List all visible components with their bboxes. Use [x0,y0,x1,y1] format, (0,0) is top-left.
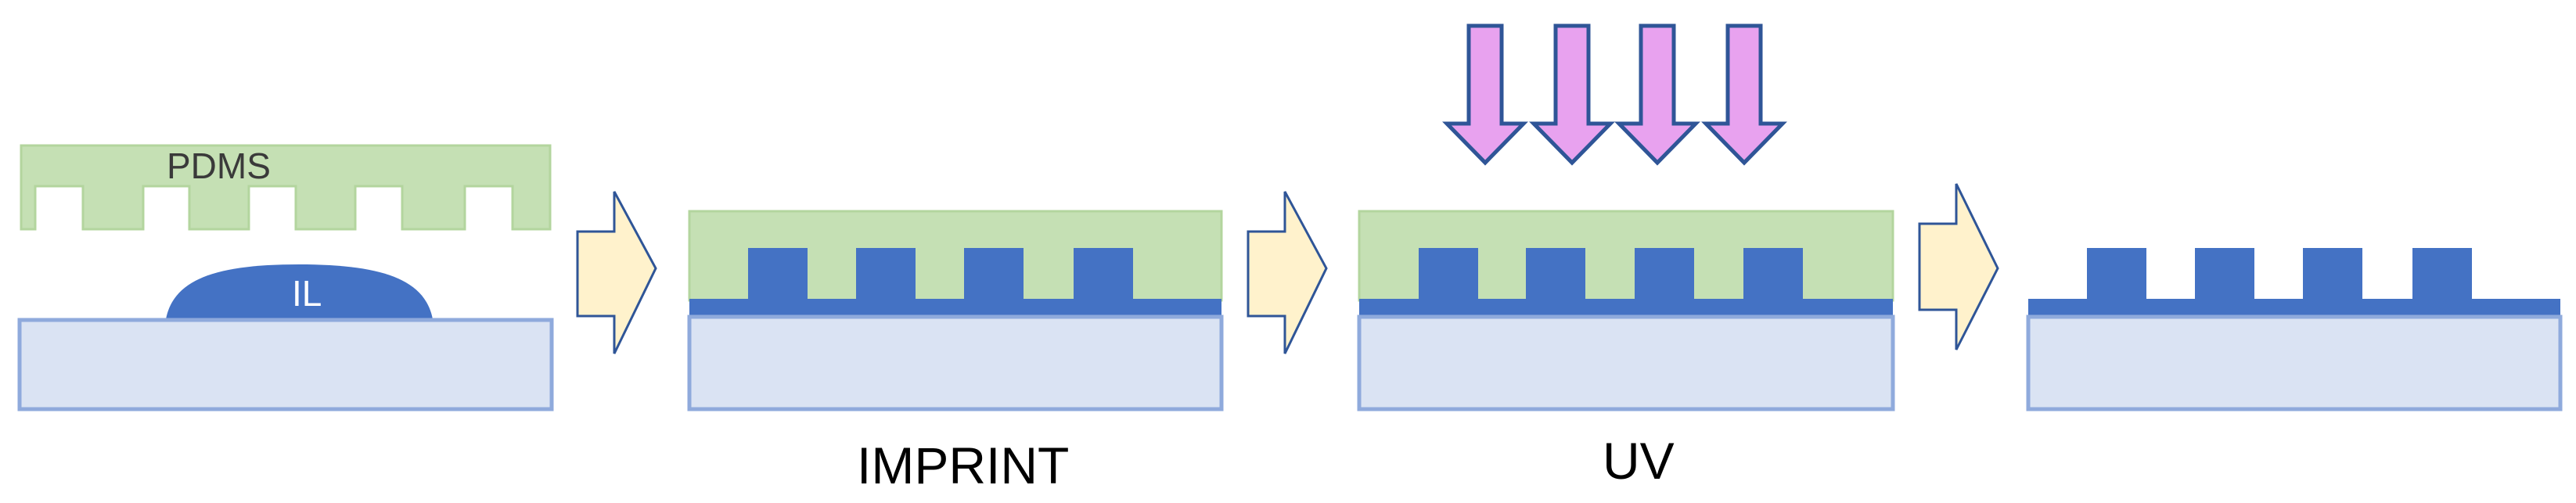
uv-step-label: UV [1603,432,1675,490]
resin-residual-layer [689,299,1221,316]
il-droplet [166,264,433,319]
resin-residual-layer [2028,299,2560,316]
resin-feature [1635,248,1694,300]
resin-feature [1074,248,1133,300]
resin-feature [856,248,916,300]
resin-feature [1526,248,1585,300]
process-arrow-icon [1247,191,1328,354]
substrate [687,314,1224,411]
substrate [17,318,554,411]
resin-feature [748,248,808,300]
stage-4-demolded-pattern [2026,248,2563,411]
uv-arrow-icon [1614,23,1700,166]
uv-arrow-icon [1529,23,1615,166]
resin-feature [2303,248,2362,300]
stage-3-uv-cure: UV [1357,23,1895,490]
resin-feature [2412,248,2472,300]
uv-arrow-icon [1701,23,1787,166]
substrate [1357,314,1895,411]
pdms-label: PDMS [167,146,271,186]
pdms-mold [20,144,552,231]
resin-feature [964,248,1024,300]
stage-2-imprint: IMPRINT [687,210,1224,494]
process-arrow-icon [1918,183,1999,350]
il-label: IL [292,273,322,314]
stage-1-before-imprint: PDMS IL [17,144,554,411]
resin-feature [1419,248,1478,300]
resin-feature [2087,248,2146,300]
process-arrow-icon [576,191,657,354]
uv-light-arrows [1442,23,1787,166]
uv-arrow-icon [1442,23,1528,166]
imprint-step-label: IMPRINT [857,437,1069,494]
substrate [2026,314,2563,411]
resin-feature [2195,248,2254,300]
resin-feature [1743,248,1803,300]
resin-residual-layer [1359,299,1893,316]
